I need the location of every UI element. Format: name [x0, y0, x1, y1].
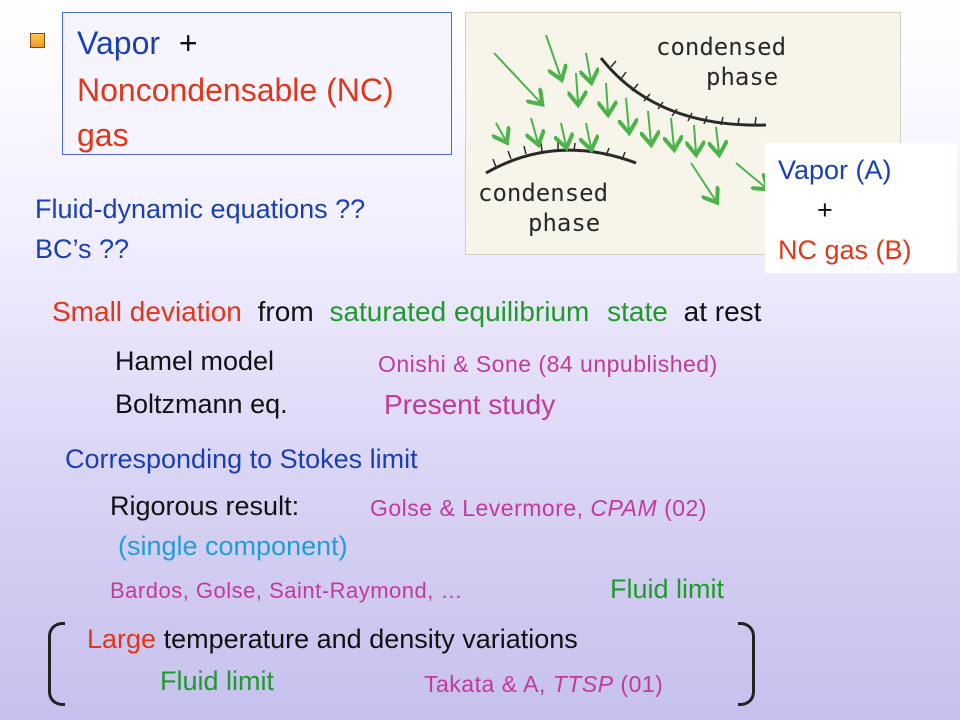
mixture-plus-text: + [817, 195, 833, 225]
large-variations-line: Large temperature and density variations [87, 624, 578, 655]
top-surface [599, 57, 767, 127]
takata-authors: Takata & A, [424, 671, 546, 697]
flow-arrows [494, 34, 766, 201]
fluid-dynamic-question: Fluid-dynamic equations ?? [35, 194, 366, 224]
noncondensable-text: Noncondensable (NC) [77, 72, 394, 108]
vapor-a-text: Vapor (A) [778, 155, 892, 185]
cpam-year: (02) [664, 495, 707, 521]
single-component-text: (single component) [118, 531, 348, 561]
vapor-text: Vapor [77, 25, 161, 61]
diagram-drawing: condensed phase condensed phase [478, 33, 786, 237]
hamel-model-text: Hamel model [115, 346, 275, 376]
at-rest-text: at rest [683, 296, 762, 327]
from-text: from [257, 296, 314, 327]
left-bracket [48, 622, 65, 706]
vapor-nc-gas-box: Vapor + Noncondensable (NC) gas [62, 12, 452, 155]
plus-text: + [178, 25, 198, 61]
bardos-golse-ref: Bardos, Golse, Saint-Raymond, … [110, 578, 463, 603]
right-bracket [738, 622, 755, 706]
large-text: Large [87, 624, 157, 654]
gas-text: gas [77, 117, 129, 153]
ttsp-journal: TTSP [552, 671, 614, 697]
golse-levermore-authors: Golse & Levermore, [370, 495, 584, 521]
small-deviation-line: Small deviation from saturated equilibri… [52, 296, 761, 328]
header-line-1: Vapor + [77, 27, 198, 59]
saturated-equilibrium-text: saturated equilibrium [329, 296, 590, 327]
bottom-label-2: phase [528, 209, 600, 237]
golse-levermore-ref: Golse & Levermore, CPAM (02) [370, 495, 707, 522]
cpam-journal: CPAM [590, 495, 658, 521]
condensed-phase-diagram: condensed phase condensed phase [465, 12, 901, 255]
top-label-1: condensed [656, 33, 786, 61]
bcs-question: BC’s ?? [35, 234, 130, 264]
ttsp-year: (01) [620, 671, 664, 697]
fluid-limit-text-1: Fluid limit [610, 574, 725, 604]
takata-ref: Takata & A, TTSP (01) [424, 671, 663, 698]
fluid-limit-text-2: Fluid limit [160, 666, 275, 696]
rigorous-result-text: Rigorous result: [110, 491, 300, 521]
nc-gas-b-text: NC gas (B) [778, 235, 912, 265]
state-text: state [607, 296, 668, 327]
bullet-square-icon [30, 33, 45, 48]
bottom-label-1: condensed [478, 179, 608, 207]
onishi-sone-ref: Onishi & Sone (84 unpublished) [378, 351, 718, 377]
mixture-label-box: Vapor (A) + NC gas (B) [765, 143, 957, 273]
present-study-text: Present study [384, 389, 556, 420]
boltzmann-eq-text: Boltzmann eq. [115, 389, 288, 419]
top-label-2: phase [706, 63, 778, 91]
stokes-limit-title: Corresponding to Stokes limit [65, 444, 418, 474]
temperature-density-text: temperature and density variations [163, 624, 578, 654]
small-deviation-text: Small deviation [52, 296, 242, 327]
